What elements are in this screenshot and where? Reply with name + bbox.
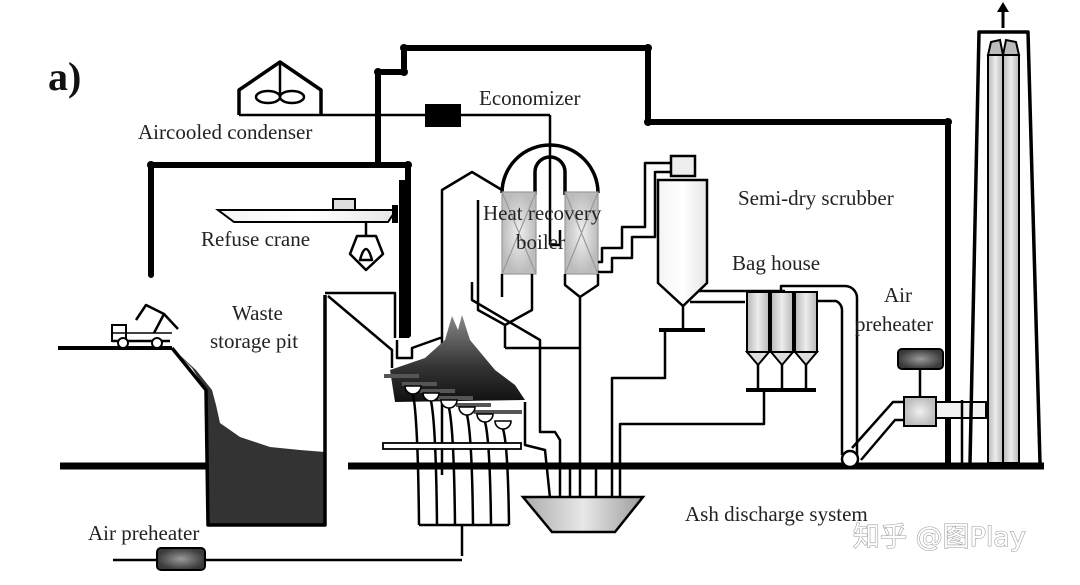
heat-recovery-boiler: Heat recovery boiler [440, 143, 602, 475]
label-refuse-crane: Refuse crane [201, 227, 310, 251]
ash-discharge-system: Ash discharge system [520, 465, 868, 534]
label-semi-dry-scrubber: Semi-dry scrubber [738, 186, 894, 210]
flame-icon [390, 315, 525, 402]
label-air-preheater-right-1: Air [884, 283, 912, 307]
bag-house: Bag house [618, 251, 859, 465]
flue-duct [598, 161, 673, 274]
label-air-preheater-bottom: Air preheater [88, 521, 199, 545]
label-heat-recovery-boiler-2: boiler [516, 230, 565, 254]
label-bag-house: Bag house [732, 251, 820, 275]
refuse-crane: Refuse crane [201, 198, 398, 272]
waste-storage-pit: Waste storage pit [58, 291, 397, 527]
steam-piping [147, 44, 952, 469]
exhaust-arrow-icon [997, 2, 1009, 12]
panel-label: a) [48, 54, 81, 99]
label-economizer: Economizer [479, 86, 580, 110]
label-aircooled-condenser: Aircooled condenser [138, 120, 312, 144]
fan-icon [254, 89, 282, 105]
grab-bucket-icon [348, 234, 385, 272]
label-ash-discharge-system: Ash discharge system [685, 502, 868, 526]
air-preheater-right: Air preheater [840, 283, 987, 469]
furnace-feeder [395, 180, 442, 360]
incinerator-grate [382, 282, 562, 556]
garbage-truck-icon [111, 303, 179, 349]
label-heat-recovery-boiler-1: Heat recovery [483, 201, 602, 225]
label-air-preheater-right-2: preheater [855, 312, 933, 336]
aircooled-condenser: Aircooled condenser [138, 60, 378, 144]
semi-dry-scrubber: Semi-dry scrubber [610, 154, 894, 465]
chimney-stack [960, 2, 1044, 470]
watermark: 知乎 @图Play [853, 522, 1026, 553]
label-waste-storage-pit-2: storage pit [210, 329, 298, 353]
label-waste-storage-pit-1: Waste [232, 301, 283, 325]
economizer: Economizer [378, 86, 580, 245]
air-preheater-bottom: Air preheater [88, 521, 462, 571]
